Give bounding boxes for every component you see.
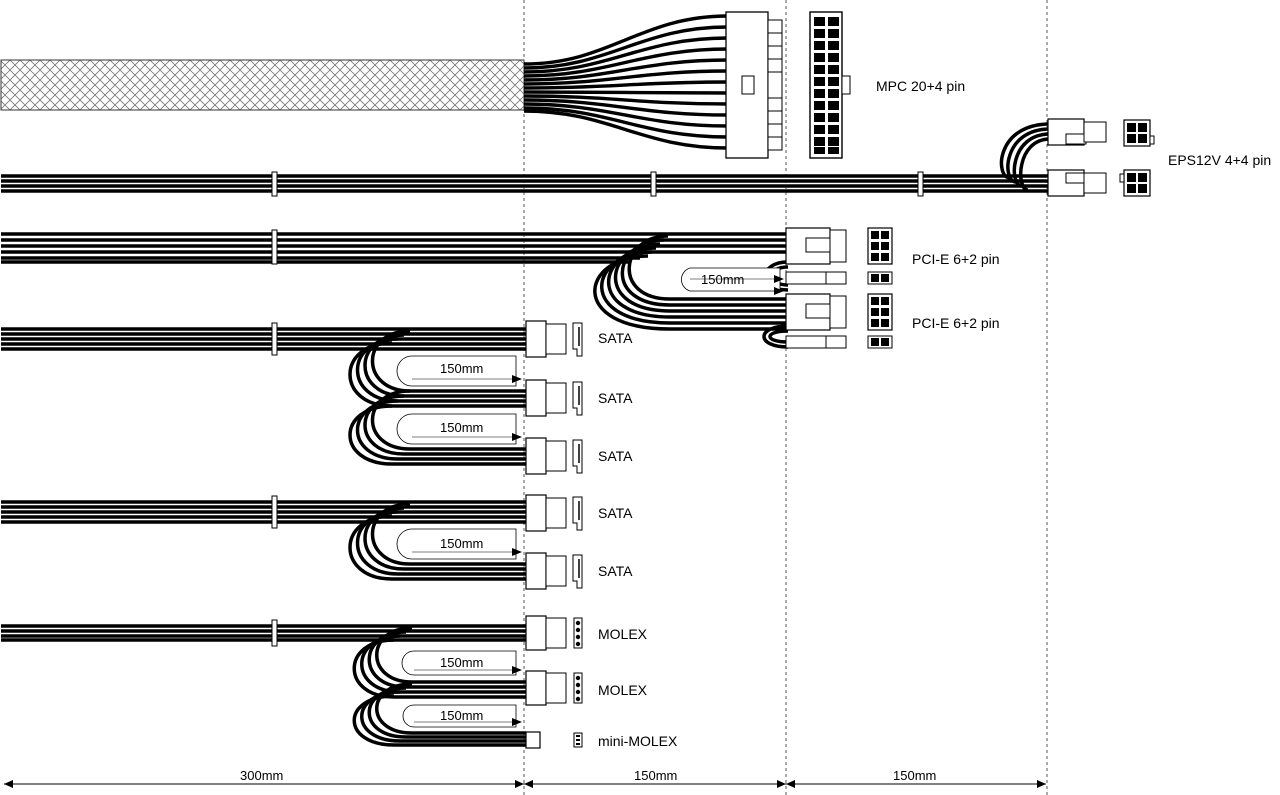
- eps-label: EPS12V 4+4 pin: [1168, 152, 1271, 168]
- molex-label-2: MOLEX: [598, 682, 648, 698]
- eps-plug-lower: [1047, 169, 1151, 197]
- sata-connector-2: SATA: [525, 379, 633, 417]
- molex-connector-1: MOLEX: [525, 615, 648, 651]
- sata-1-cable-tie: [271, 322, 278, 356]
- sata-label-2: SATA: [598, 390, 633, 406]
- segment-sata-c: 150mm: [396, 528, 522, 560]
- mpc-sleeve: [0, 59, 525, 111]
- pcie-segment-bg: [681, 267, 781, 292]
- sata-label-3: SATA: [598, 448, 633, 464]
- molex-label-1: MOLEX: [598, 626, 648, 642]
- sata-segment-length-a: 150mm: [440, 361, 483, 376]
- mini-molex-label: mini-MOLEX: [598, 733, 678, 749]
- eps-cable: EPS12V 4+4 pin: [1, 118, 1271, 197]
- pcie-plug-lower: [785, 293, 893, 349]
- sata-label-1: SATA: [598, 330, 633, 346]
- molex-segment-length-a: 150mm: [440, 655, 483, 670]
- pcie-cable-tie: [271, 229, 278, 265]
- sata-cable-1: [1, 322, 526, 466]
- eps-wires: [1, 122, 1051, 193]
- segment-markers-left: 150mm 150mm 150mm 150mm 150mm: [396, 355, 522, 728]
- sata-connector-1: SATA: [525, 320, 633, 358]
- eps-plug-upper: [1047, 118, 1155, 147]
- mpc-latch: [741, 75, 755, 95]
- sata-connector-4: SATA: [525, 494, 633, 532]
- mpc-pin-face: [809, 11, 851, 159]
- eps-cable-ties: [271, 171, 924, 197]
- sata-segment-length-b: 150mm: [440, 420, 483, 435]
- dimension-150mm-a: 150mm: [634, 768, 677, 783]
- pcie-wires: [1, 232, 789, 349]
- sata-connector-3: SATA: [525, 437, 633, 475]
- molex-cable-tie: [271, 619, 278, 647]
- sata-cable-2: [1, 495, 526, 581]
- dimension-150mm-b: 150mm: [893, 768, 936, 783]
- pcie-cable: 150mm PCI-E 6+2 pin PCI-E 6+2 pin: [1, 227, 1000, 349]
- mini-molex-connector: mini-MOLEX: [525, 731, 678, 749]
- molex-connector-2: MOLEX: [525, 670, 648, 706]
- segment-molex-b: 150mm: [402, 704, 522, 728]
- mpc-plug-back: [767, 19, 783, 151]
- dimension-300mm: 300mm: [240, 768, 283, 783]
- sata-label-5: SATA: [598, 563, 633, 579]
- mpc-cable: MPC 20+4 pin: [0, 11, 965, 159]
- mpc-label: MPC 20+4 pin: [876, 78, 965, 94]
- sata-connector-5: SATA: [525, 552, 633, 590]
- molex-cable: [1, 619, 526, 747]
- sata-segment-length-c: 150mm: [440, 536, 483, 551]
- segment-sata-b: 150mm: [396, 413, 522, 445]
- molex-segment-length-b: 150mm: [440, 708, 483, 723]
- pcie-label-2: PCI-E 6+2 pin: [912, 315, 1000, 331]
- segment-sata-a: 150mm: [396, 355, 522, 387]
- pcie-plug-upper: [785, 227, 893, 285]
- sata-label-4: SATA: [598, 505, 633, 521]
- pcie-label-1: PCI-E 6+2 pin: [912, 251, 1000, 267]
- dimension-line: 300mm 150mm 150mm: [4, 768, 1046, 788]
- sata-2-cable-tie: [271, 495, 278, 529]
- segment-molex-a: 150mm: [401, 650, 522, 676]
- pcie-segment-length: 150mm: [701, 272, 744, 287]
- mpc-wires: [523, 14, 729, 150]
